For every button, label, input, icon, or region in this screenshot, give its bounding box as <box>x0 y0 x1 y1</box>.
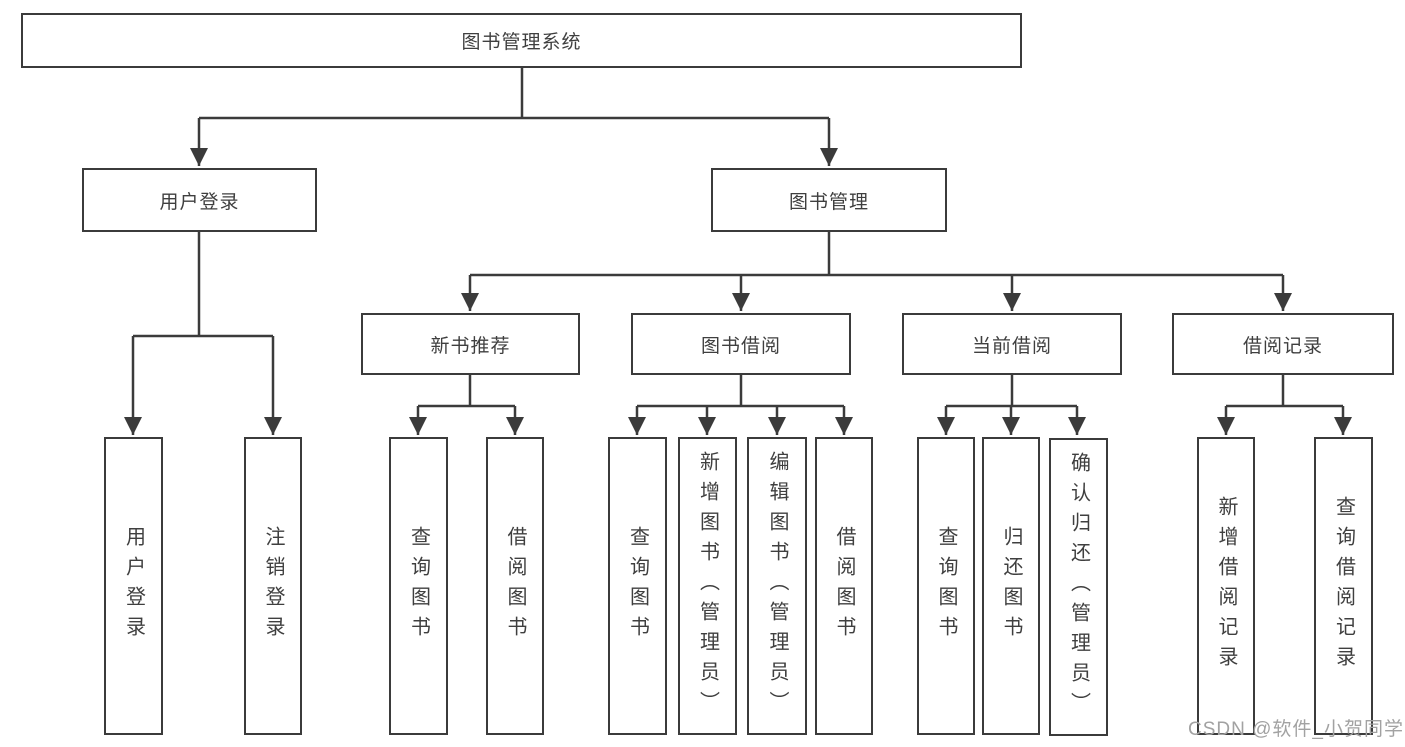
node-current-borrow: 当前借阅 <box>902 313 1122 375</box>
leaf-query-books-recommend: 查询图书 <box>389 437 448 735</box>
leaf-confirm-return-admin-label: 确认归还（管理员） <box>1067 452 1090 722</box>
watermark: CSDN @软件_小贺同学 <box>1188 719 1404 740</box>
connector-newbook-branch <box>409 375 524 435</box>
leaf-add-book-admin-label: 新增图书（管理员） <box>696 451 719 721</box>
leaf-edit-book-admin-label: 编辑图书（管理员） <box>766 451 788 721</box>
leaf-confirm-return-admin: 确认归还（管理员） <box>1049 438 1108 736</box>
leaf-query-books-current-label: 查询图书 <box>935 526 957 646</box>
leaf-borrow-books-label: 借阅图书 <box>833 526 855 646</box>
node-new-book-recommend: 新书推荐 <box>361 313 580 375</box>
leaf-query-books-borrow: 查询图书 <box>608 437 667 735</box>
connector-book-branch <box>461 232 1292 311</box>
leaf-add-borrow-record-label: 新增借阅记录 <box>1215 496 1237 676</box>
leaf-user-login: 用户登录 <box>104 437 163 735</box>
node-root: 图书管理系统 <box>21 13 1022 68</box>
node-book-borrow-label: 图书借阅 <box>700 335 781 357</box>
leaf-edit-book-admin: 编辑图书（管理员） <box>747 437 807 735</box>
leaf-borrow-books: 借阅图书 <box>815 437 873 735</box>
node-book-management: 图书管理 <box>711 168 947 232</box>
node-user-login-label: 用户登录 <box>159 191 240 213</box>
node-current-borrow-label: 当前借阅 <box>971 335 1052 357</box>
leaf-borrow-books-recommend: 借阅图书 <box>486 437 544 735</box>
leaf-query-books-borrow-label: 查询图书 <box>626 526 649 646</box>
leaf-user-login-label: 用户登录 <box>122 526 145 646</box>
connector-user-branch <box>124 232 282 435</box>
leaf-add-borrow-record: 新增借阅记录 <box>1197 437 1255 735</box>
node-user-login: 用户登录 <box>82 168 317 232</box>
connector-root-branch <box>190 68 838 166</box>
node-borrow-records: 借阅记录 <box>1172 313 1394 375</box>
connector-records-branch <box>1217 375 1352 435</box>
leaf-add-book-admin: 新增图书（管理员） <box>678 437 737 735</box>
node-new-book-recommend-label: 新书推荐 <box>430 335 511 357</box>
connector-borrow-branch <box>628 375 853 435</box>
node-book-borrow: 图书借阅 <box>631 313 851 375</box>
leaf-query-borrow-record-label: 查询借阅记录 <box>1332 496 1355 676</box>
connector-current-branch <box>937 375 1086 435</box>
node-book-management-label: 图书管理 <box>788 191 869 213</box>
leaf-borrow-books-recommend-label: 借阅图书 <box>504 526 526 646</box>
leaf-return-book: 归还图书 <box>982 437 1040 735</box>
leaf-query-books-recommend-label: 查询图书 <box>407 526 430 646</box>
leaf-logout-label: 注销登录 <box>262 526 284 646</box>
leaf-query-books-current: 查询图书 <box>917 437 975 735</box>
leaf-query-borrow-record: 查询借阅记录 <box>1314 437 1373 735</box>
node-root-label: 图书管理系统 <box>461 32 582 53</box>
leaf-logout: 注销登录 <box>244 437 302 735</box>
node-borrow-records-label: 借阅记录 <box>1242 335 1323 357</box>
leaf-return-book-label: 归还图书 <box>1000 526 1022 646</box>
